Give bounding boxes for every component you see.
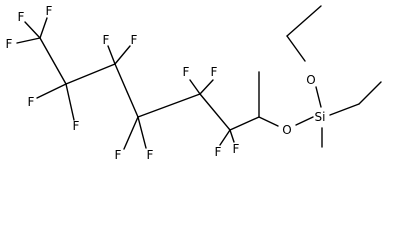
atom-label-fluorine: F	[18, 10, 25, 24]
atom-label-fluorine: F	[215, 145, 222, 159]
bond	[107, 45, 116, 65]
atom-label-fluorine: F	[131, 33, 138, 47]
bond	[295, 116, 314, 126]
bond	[65, 83, 75, 121]
atom-label-fluorine: F	[6, 37, 13, 51]
atom-label-fluorine: F	[115, 148, 122, 162]
bond	[315, 86, 322, 108]
atom-label-fluorine: F	[103, 33, 110, 47]
bond	[229, 116, 260, 131]
bonds	[16, 5, 382, 150]
bond	[114, 63, 139, 118]
atom-label-fluorine: F	[46, 4, 53, 18]
bond	[39, 37, 67, 85]
bond	[65, 63, 116, 85]
bond	[36, 83, 67, 99]
bond	[286, 35, 306, 62]
bond	[286, 5, 322, 37]
atom-label-fluorine: F	[147, 148, 154, 162]
bond	[24, 21, 41, 39]
atom-label-silicon: Si	[315, 110, 326, 124]
bond	[219, 129, 231, 146]
bond	[329, 103, 360, 116]
bond	[199, 93, 231, 131]
atom-label-oxygen: O	[306, 73, 315, 87]
structural-formula: F F F F F F F F F F F F F O O Si	[6, 4, 382, 162]
bond	[114, 45, 131, 65]
atom-label-fluorine: F	[183, 65, 190, 79]
bond	[229, 129, 235, 143]
bond	[258, 116, 279, 127]
atom-label-fluorine: F	[28, 95, 35, 109]
atom-label-fluorine: F	[73, 119, 80, 133]
bond	[189, 79, 201, 95]
bond	[39, 17, 48, 39]
bond	[199, 79, 214, 95]
atom-label-fluorine: F	[211, 65, 218, 79]
bond	[358, 81, 382, 105]
atom-label-oxygen: O	[282, 123, 291, 137]
bond	[137, 116, 147, 149]
atom-label-fluorine: F	[233, 142, 240, 156]
bond	[16, 37, 41, 44]
atom-labels: F F F F F F F F F F F F F O O Si	[6, 4, 326, 162]
bond	[123, 116, 139, 150]
bond	[137, 93, 201, 118]
